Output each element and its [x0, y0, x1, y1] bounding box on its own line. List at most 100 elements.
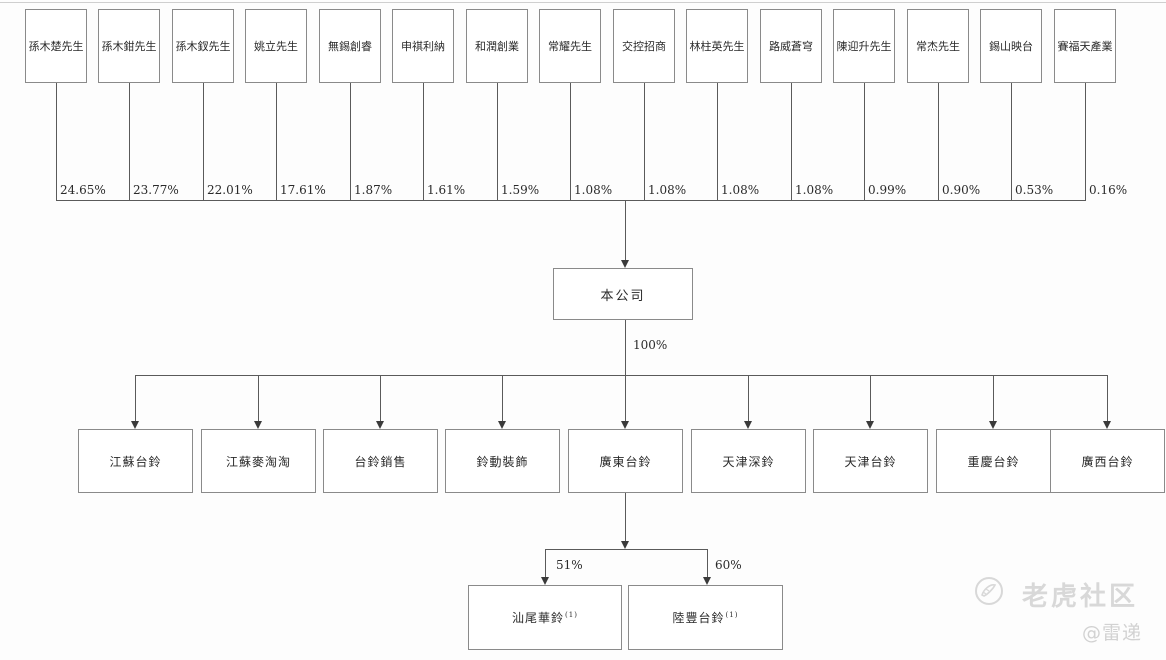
ownership-percent: 22.01% — [207, 183, 253, 197]
ownership-percent: 23.77% — [133, 183, 179, 197]
subsidiary-box: 廣西台鈴 — [1050, 429, 1165, 493]
connector-line — [717, 83, 718, 200]
company-box: 本公司 — [553, 268, 693, 320]
connector-line — [625, 320, 626, 375]
ownership-percent: 1.87% — [354, 183, 393, 197]
subsidiary-box: 台鈴銷售 — [323, 429, 438, 493]
footnote-marker: (1) — [725, 611, 739, 619]
arrowhead-icon — [703, 577, 711, 585]
subsidiary-box: 天津深鈴 — [691, 429, 806, 493]
shareholder-name: 姚立先生 — [254, 40, 298, 53]
ownership-percent: 1.08% — [795, 183, 834, 197]
subsidiary-name: 廣東台鈴 — [599, 454, 652, 469]
subsidiary-box: 江蘇麥淘淘 — [201, 429, 316, 493]
shareholder-box: 交控招商 — [613, 9, 675, 83]
shareholder-name: 錫山映台 — [989, 40, 1033, 53]
shareholder-box: 林柱英先生 — [686, 9, 748, 83]
top-rule — [0, 2, 1166, 3]
shareholder-name: 孫木鉗先生 — [101, 40, 157, 53]
subsidiary-name: 江蘇台鈴 — [109, 454, 162, 469]
connector-line — [258, 375, 259, 421]
ownership-percent: 0.16% — [1089, 183, 1128, 197]
shareholder-name: 賽福天產業 — [1057, 40, 1113, 53]
ownership-percent: 1.61% — [427, 183, 466, 197]
subsidiary-box: 重慶台鈴 — [936, 429, 1051, 493]
shareholder-name: 陳迎升先生 — [836, 40, 892, 53]
arrowhead-icon — [744, 421, 752, 429]
ownership-percent: 24.65% — [60, 183, 106, 197]
connector-line — [380, 375, 381, 421]
shareholder-name: 交控招商 — [622, 40, 666, 53]
footnote-marker: (1) — [565, 611, 578, 619]
shareholder-name: 無錫創睿 — [328, 40, 372, 53]
shareholder-box: 和潤創業 — [466, 9, 528, 83]
shareholder-name: 林柱英先生 — [689, 40, 745, 53]
ownership-percent: 0.99% — [868, 183, 907, 197]
shareholder-name: 常耀先生 — [548, 40, 592, 53]
connector-line — [748, 375, 749, 421]
shareholder-bus-line — [56, 200, 1086, 201]
shareholder-box: 孫木鉗先生 — [98, 9, 160, 83]
ownership-percent: 1.08% — [574, 183, 613, 197]
watermark-brand: 老虎社区 — [1022, 582, 1139, 612]
shareholder-box: 姚立先生 — [245, 9, 307, 83]
arrowhead-icon — [254, 421, 262, 429]
connector-line — [938, 83, 939, 200]
subsidiary-box: 廣東台鈴 — [568, 429, 683, 493]
subsidiary-name: 重慶台鈴 — [967, 454, 1020, 469]
ownership-percent: 51% — [556, 558, 583, 572]
connector-line — [497, 83, 498, 200]
shareholder-box: 申祺利納 — [392, 9, 454, 83]
sub-subsidiary-box: 陸豐台鈴(1) — [628, 585, 783, 650]
shareholder-box: 錫山映台 — [980, 9, 1042, 83]
sub-subsidiary-name: 汕尾華鈴(1) — [512, 611, 578, 625]
arrowhead-icon — [131, 421, 139, 429]
shareholder-box: 陳迎升先生 — [833, 9, 895, 83]
arrowhead-icon — [621, 421, 629, 429]
ownership-percent: 0.53% — [1015, 183, 1054, 197]
shareholder-box: 孫木楚先生 — [25, 9, 87, 83]
subsidiary-name: 台鈴銷售 — [354, 454, 407, 469]
connector-line — [1011, 83, 1012, 200]
arrowhead-icon — [866, 421, 874, 429]
arrowhead-icon — [376, 421, 384, 429]
arrowhead-icon — [1103, 421, 1111, 429]
connector-line — [707, 549, 708, 577]
sub-subsidiary-box: 汕尾華鈴(1) — [468, 585, 622, 650]
connector-line — [993, 375, 994, 421]
subsidiary-name: 天津台鈴 — [844, 454, 897, 469]
shareholder-name: 和潤創業 — [475, 40, 519, 53]
subsidiary-name: 江蘇麥淘淘 — [225, 454, 291, 469]
shareholder-name: 路威蒼穹 — [769, 40, 813, 53]
arrowhead-icon — [621, 260, 629, 268]
shareholder-box: 賽福天產業 — [1054, 9, 1116, 83]
connector-line — [570, 83, 571, 200]
ownership-percent: 0.90% — [942, 183, 981, 197]
watermark-author: @雷递 — [1082, 622, 1143, 644]
connector-line — [1107, 375, 1108, 421]
subsidiary-name: 天津深鈴 — [722, 454, 775, 469]
arrowhead-icon — [541, 577, 549, 585]
subsidiary-box: 江蘇台鈴 — [78, 429, 193, 493]
shareholder-box: 無錫創睿 — [319, 9, 381, 83]
connector-line — [423, 83, 424, 200]
connector-line — [791, 83, 792, 200]
shareholder-name: 孫木釵先生 — [175, 40, 231, 53]
subsidiary-bus-line — [135, 375, 1108, 376]
arrowhead-icon — [621, 541, 629, 549]
company-ownership-percent: 100% — [633, 338, 668, 352]
subsidiary-box: 天津台鈴 — [813, 429, 928, 493]
shareholder-box: 常杰先生 — [907, 9, 969, 83]
ownership-percent: 17.61% — [280, 183, 326, 197]
arrowhead-icon — [989, 421, 997, 429]
connector-line — [129, 83, 130, 200]
company-name: 本公司 — [600, 288, 646, 304]
connector-line — [864, 83, 865, 200]
connector-line — [1085, 83, 1086, 200]
connector-line — [644, 83, 645, 200]
connector-line — [276, 83, 277, 200]
shareholder-box: 路威蒼穹 — [760, 9, 822, 83]
ownership-percent: 1.59% — [501, 183, 540, 197]
connector-line — [502, 375, 503, 421]
split-bus-line — [545, 549, 708, 550]
